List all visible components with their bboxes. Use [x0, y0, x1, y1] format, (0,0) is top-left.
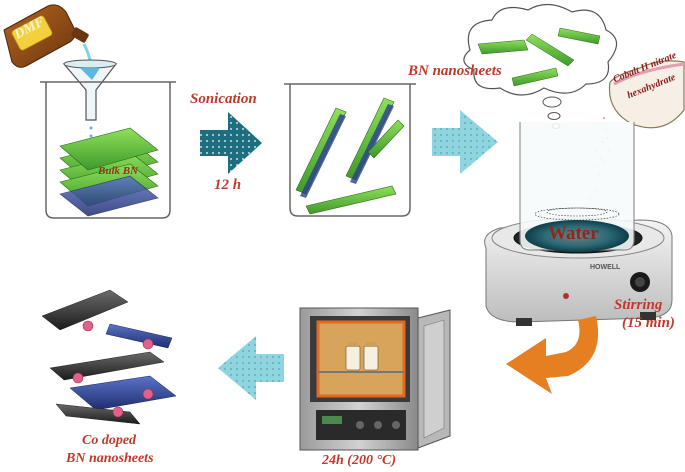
- curved-arrow-icon: [506, 316, 599, 394]
- dmf-bottle-icon: [3, 4, 89, 68]
- stirring-label: Stirring: [614, 297, 663, 313]
- howell-label: HOWELL: [590, 264, 621, 271]
- duration-label: 12 h: [214, 177, 242, 193]
- co-doped-sheets: [41, 289, 177, 425]
- bulk-bn-label: Bulk BN: [98, 165, 139, 177]
- exfoliated-sheets: [295, 97, 405, 215]
- bulk-bn-stack: [59, 127, 159, 217]
- stirring-time-label: (15 min): [622, 315, 675, 331]
- funnel-icon: [62, 59, 118, 121]
- oven-condition-label: 24h (200 °C): [322, 453, 397, 468]
- cobalt-atom: [142, 338, 154, 350]
- beaker-2-icon: [284, 83, 416, 217]
- product-label-line1: Co doped: [82, 433, 137, 448]
- bn-nanosheets-label: BN nanosheets: [408, 63, 502, 79]
- cobalt-atom: [82, 320, 94, 332]
- sonication-label: Sonication: [190, 91, 257, 107]
- cobalt-atom: [72, 372, 84, 384]
- water-beaker-icon: [519, 122, 635, 252]
- beaker-1-icon: [40, 81, 176, 219]
- water-label: Water: [548, 223, 599, 244]
- arrow-step-2: [432, 110, 498, 174]
- cobalt-atom: [112, 406, 124, 418]
- cobalt-atom: [142, 388, 154, 400]
- arrow-step-1: [200, 112, 262, 174]
- dmf-stream: [82, 43, 92, 61]
- thought-cloud-icon: [463, 3, 618, 129]
- oven-icon: [299, 307, 451, 451]
- arrow-step-3: [218, 336, 284, 400]
- cobalt-bowl-icon: [608, 60, 685, 129]
- product-label-line2: BN nanosheets: [66, 451, 154, 466]
